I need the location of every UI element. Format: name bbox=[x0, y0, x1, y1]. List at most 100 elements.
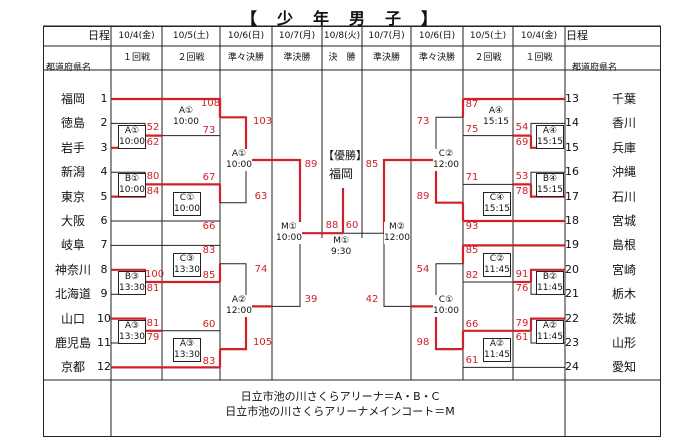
team-name: 茨城 bbox=[611, 311, 636, 326]
score: 74 bbox=[254, 263, 268, 275]
score: 60 bbox=[345, 220, 359, 232]
team-seed: 13 bbox=[565, 92, 579, 105]
sf-right-line bbox=[383, 233, 411, 307]
team-name: 徳島 bbox=[60, 116, 85, 131]
team-name: 石川 bbox=[611, 189, 636, 204]
score: 39 bbox=[304, 294, 318, 306]
r1-right-line bbox=[530, 122, 565, 136]
team-seed: 23 bbox=[565, 336, 579, 349]
team-seed: 7 bbox=[100, 238, 108, 252]
team-seed: 1 bbox=[100, 92, 108, 105]
qf-left-line bbox=[220, 160, 247, 204]
score: 85 bbox=[202, 270, 216, 281]
qf-right-line bbox=[434, 160, 463, 204]
team-seed: 4 bbox=[100, 165, 108, 179]
team-seed: 16 bbox=[565, 165, 579, 179]
team-seed: 22 bbox=[565, 311, 579, 325]
score: 73 bbox=[202, 124, 216, 136]
qf-right-line bbox=[435, 116, 463, 160]
score: 98 bbox=[416, 337, 430, 349]
match-time: 10:00 bbox=[119, 136, 145, 147]
team-name: 香川 bbox=[611, 116, 636, 131]
match-code: B③ bbox=[124, 272, 140, 282]
team-name: 京都 bbox=[60, 360, 85, 375]
score: 66 bbox=[465, 318, 479, 330]
date-header: 10/5(土) bbox=[469, 31, 507, 41]
score: 42 bbox=[365, 294, 379, 306]
match-time: 15:15 bbox=[537, 185, 563, 196]
team-seed: 11 bbox=[97, 336, 111, 349]
qf-left-line bbox=[220, 263, 247, 307]
score: 66 bbox=[202, 221, 216, 232]
page-title: 【 少 年 男 子 】 bbox=[240, 9, 439, 28]
team-name: 沖縄 bbox=[611, 165, 636, 180]
score: 83 bbox=[202, 245, 216, 257]
team-seed: 3 bbox=[100, 140, 108, 154]
score: 76 bbox=[515, 283, 529, 295]
score: 100 bbox=[145, 268, 165, 280]
date-header: 10/5(土) bbox=[172, 31, 210, 41]
team-name: 東京 bbox=[60, 189, 85, 204]
team-name: 北海道 bbox=[54, 287, 91, 302]
match-time: 11:45 bbox=[484, 350, 510, 361]
score: 53 bbox=[515, 171, 529, 183]
match-code: A② bbox=[542, 320, 558, 331]
match-time: 11:45 bbox=[537, 331, 563, 342]
match-code: C① bbox=[438, 295, 454, 306]
team-seed: 20 bbox=[565, 262, 579, 276]
team-seed: 24 bbox=[565, 360, 579, 374]
score: 81 bbox=[146, 283, 160, 295]
match-code: A① bbox=[178, 106, 194, 117]
match-code: A② bbox=[231, 295, 247, 306]
team-seed: 19 bbox=[565, 238, 579, 252]
match-time: 10:00 bbox=[174, 203, 200, 214]
match-code: A③ bbox=[124, 320, 140, 331]
venue-note-1: 日立市池の川さくらアリーナ＝A・B・C bbox=[240, 390, 440, 403]
match-code: A② bbox=[489, 339, 505, 350]
score: 63 bbox=[254, 190, 268, 202]
sf-right-line bbox=[382, 158, 411, 234]
team-name: 大阪 bbox=[60, 214, 85, 228]
round-header: ２回戦 bbox=[474, 53, 502, 63]
date-header: 10/8(火) bbox=[323, 31, 361, 41]
match-code: C④ bbox=[489, 192, 505, 203]
match-time: 12:00 bbox=[226, 306, 252, 317]
score: 85 bbox=[365, 159, 379, 170]
score: 108 bbox=[201, 98, 221, 109]
team-name: 鹿児島 bbox=[54, 336, 91, 350]
score: 82 bbox=[465, 270, 479, 281]
match-code: A③ bbox=[179, 339, 195, 350]
score: 105 bbox=[253, 337, 273, 349]
team-seed: 6 bbox=[100, 214, 108, 227]
score: 89 bbox=[304, 159, 318, 170]
team-seed: 10 bbox=[97, 311, 111, 325]
r1-right-line bbox=[530, 171, 565, 185]
match-time: 10:00 bbox=[173, 117, 199, 128]
score: 79 bbox=[515, 317, 529, 329]
match-code: M② bbox=[389, 222, 405, 233]
match-code: B④ bbox=[542, 174, 558, 185]
round-header: 準決勝 bbox=[283, 53, 311, 63]
team-name: 新潟 bbox=[60, 165, 85, 180]
match-time: 13:30 bbox=[119, 331, 145, 342]
score: 85 bbox=[465, 245, 479, 257]
team-name: 宮城 bbox=[611, 214, 636, 228]
match-code: A① bbox=[231, 149, 247, 159]
team-seed: 9 bbox=[100, 287, 108, 301]
match-time: 12:00 bbox=[433, 160, 459, 170]
sf-left-line bbox=[272, 233, 301, 307]
round-header: １回戦 bbox=[525, 53, 553, 63]
team-name: 兵庫 bbox=[611, 140, 636, 155]
score: 54 bbox=[416, 263, 430, 275]
